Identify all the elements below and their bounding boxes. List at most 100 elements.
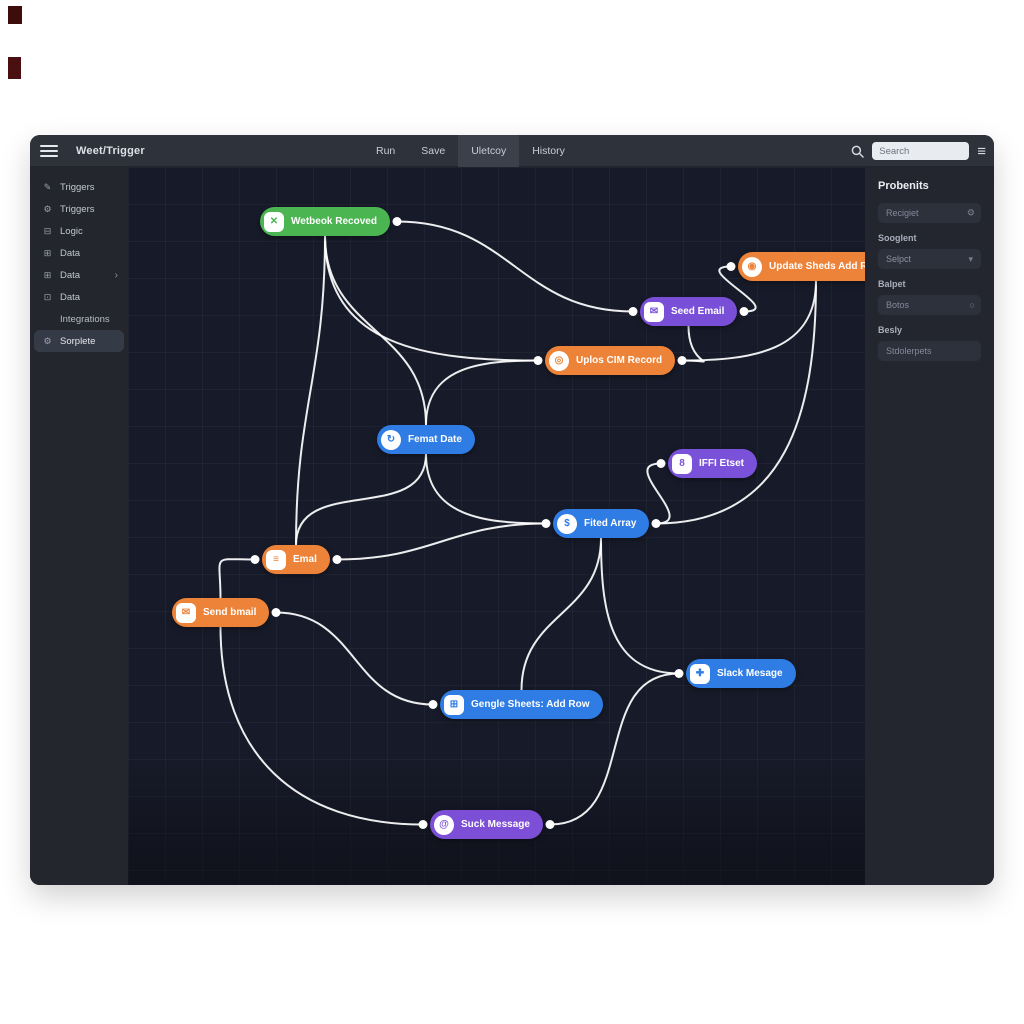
sidebar-item-triggers[interactable]: ✎ Triggers bbox=[34, 176, 124, 198]
connection-line bbox=[655, 280, 817, 525]
save-button[interactable]: Save bbox=[408, 135, 458, 167]
connection-port[interactable] bbox=[541, 519, 551, 528]
history-button[interactable]: History bbox=[519, 135, 578, 167]
botos-field[interactable] bbox=[878, 295, 981, 315]
node-gengle-sheets[interactable]: ⊞ Gengle Sheets: Add Row bbox=[440, 690, 603, 719]
connection-port[interactable] bbox=[392, 217, 402, 226]
sidebar-item-label: Data bbox=[60, 291, 81, 303]
search-icon[interactable] bbox=[851, 145, 864, 158]
sidebar-item-label: Data bbox=[60, 269, 81, 281]
properties-panel: Probenits ⚙ Sooglent Selpct ▾ Balpet ○ B… bbox=[865, 167, 994, 885]
hamburger-icon[interactable] bbox=[40, 144, 58, 157]
node-iffi-etset[interactable]: 8 IFFI Etset bbox=[668, 449, 758, 478]
node-femat-date[interactable]: ↻Femat Date bbox=[377, 425, 475, 454]
sidebar-item-triggers-2[interactable]: ⚙ Triggers bbox=[34, 198, 124, 220]
filter-icon: $ bbox=[557, 513, 577, 534]
connection-line bbox=[336, 522, 547, 561]
sidebar: ✎ Triggers ⚙ Triggers ⊟ Logic ⊞ Data ⊞ D… bbox=[30, 167, 128, 885]
connection-port[interactable] bbox=[250, 555, 260, 564]
sheets-icon: ⊞ bbox=[444, 694, 464, 715]
sheets-icon: ◉ bbox=[742, 256, 762, 277]
connection-port[interactable] bbox=[628, 307, 638, 316]
connection-line bbox=[718, 265, 757, 313]
node-label: Gengle Sheets: Add Row bbox=[471, 699, 590, 710]
connection-line bbox=[681, 280, 817, 362]
pen-icon: ✎ bbox=[43, 181, 52, 192]
field-label: Sooglent bbox=[878, 233, 917, 243]
sidebar-item-sorplete[interactable]: ⚙ Sorplete bbox=[34, 330, 124, 352]
connection-line bbox=[218, 558, 256, 599]
node-label: Wetbeok Recoved bbox=[291, 216, 377, 227]
connection-line bbox=[646, 462, 671, 525]
workflow-canvas[interactable]: ✕Wetbeok Recoved◉Update Sheds Add Row✉Se… bbox=[128, 167, 865, 885]
connection-port[interactable] bbox=[428, 700, 438, 709]
topbar-right: ≡ bbox=[851, 135, 986, 167]
logic-icon: ⊟ bbox=[43, 225, 52, 236]
connection-port[interactable] bbox=[332, 555, 342, 564]
connection-port[interactable] bbox=[674, 669, 684, 678]
connection-line bbox=[295, 453, 427, 546]
sidebar-item-integrations[interactable]: Integrations bbox=[34, 308, 124, 330]
node-emal[interactable]: ≡ Emal bbox=[262, 545, 330, 574]
field-label: Balpet bbox=[878, 279, 906, 289]
connection-port[interactable] bbox=[739, 307, 749, 316]
connection-line bbox=[600, 537, 680, 675]
data-icon: ⊞ bbox=[43, 269, 52, 280]
node-label: Suck Message bbox=[461, 819, 530, 830]
webhook-icon: ✕ bbox=[264, 211, 284, 232]
sidebar-item-label: Triggers bbox=[60, 181, 95, 193]
connection-line bbox=[295, 235, 326, 546]
run-button[interactable]: Run bbox=[363, 135, 408, 167]
field-label: Besly bbox=[878, 325, 903, 335]
sidebar-item-data-2[interactable]: ⊞ Data › bbox=[34, 264, 124, 286]
connection-port[interactable] bbox=[533, 356, 543, 365]
connections-layer bbox=[218, 217, 817, 829]
recipient-field[interactable] bbox=[878, 203, 981, 223]
node-seed-email[interactable]: ✉Seed Email bbox=[640, 297, 738, 326]
connection-port[interactable] bbox=[271, 608, 281, 617]
chevron-right-icon: › bbox=[114, 269, 118, 281]
nodes-layer: ✕Wetbeok Recoved◉Update Sheds Add Row✉Se… bbox=[128, 167, 865, 885]
node-label: IFFI Etset bbox=[699, 458, 745, 469]
node-label: Uplos CIM Record bbox=[576, 355, 663, 366]
node-uplos-crm[interactable]: ◎ Uplos CIM Record bbox=[545, 346, 676, 375]
node-suck-message[interactable]: @Suck Message bbox=[430, 810, 543, 839]
node-label: Emal bbox=[293, 554, 317, 565]
connection-line bbox=[396, 220, 634, 313]
node-update-sheets[interactable]: ◉Update Sheds Add Row bbox=[738, 252, 865, 281]
node-label: Fited Array bbox=[584, 518, 637, 529]
connection-line bbox=[275, 611, 434, 706]
uletcoy-button[interactable]: Uletcoy bbox=[458, 135, 520, 167]
connection-port[interactable] bbox=[677, 356, 687, 365]
crm-icon: ◎ bbox=[549, 350, 569, 371]
gear-icon: ⚙ bbox=[43, 335, 52, 346]
node-label: Send bmail bbox=[203, 607, 257, 618]
node-slack-mesage[interactable]: ✚Slack Mesage bbox=[686, 659, 796, 688]
sidebar-item-data-1[interactable]: ⊞ Data bbox=[34, 242, 124, 264]
data-icon: ⊡ bbox=[43, 291, 52, 302]
connection-port[interactable] bbox=[651, 519, 661, 528]
branch-icon: 8 bbox=[672, 453, 692, 474]
node-webhook[interactable]: ✕ Wetbeok Recoved bbox=[260, 207, 390, 236]
search-input[interactable] bbox=[872, 142, 970, 160]
sidebar-item-logic[interactable]: ⊟ Logic bbox=[34, 220, 124, 242]
node-fited-array[interactable]: $ Fited Array bbox=[553, 509, 650, 538]
node-send-bmail[interactable]: ✉ Send bmail bbox=[172, 598, 270, 627]
send-icon: ✉ bbox=[176, 602, 196, 623]
connection-port[interactable] bbox=[656, 459, 666, 468]
email-icon: ✉ bbox=[644, 301, 664, 322]
window-title: Weet/Trigger bbox=[76, 144, 145, 157]
chevron-down-icon: ▾ bbox=[968, 253, 973, 264]
connection-port[interactable] bbox=[726, 262, 736, 271]
connection-line bbox=[324, 235, 539, 362]
topbar-buttons: Run Save Uletcoy History bbox=[363, 135, 578, 167]
menu-icon[interactable]: ≡ bbox=[977, 142, 986, 160]
body-field[interactable] bbox=[878, 341, 981, 361]
gear-icon: ⚙ bbox=[43, 203, 52, 214]
artifact-mark bbox=[8, 57, 21, 79]
slack-icon: ✚ bbox=[690, 663, 710, 684]
connection-line bbox=[520, 537, 602, 691]
sidebar-item-data-3[interactable]: ⊡ Data bbox=[34, 286, 124, 308]
email-icon: ≡ bbox=[266, 549, 286, 570]
subject-select[interactable]: Selpct ▾ bbox=[878, 249, 981, 269]
